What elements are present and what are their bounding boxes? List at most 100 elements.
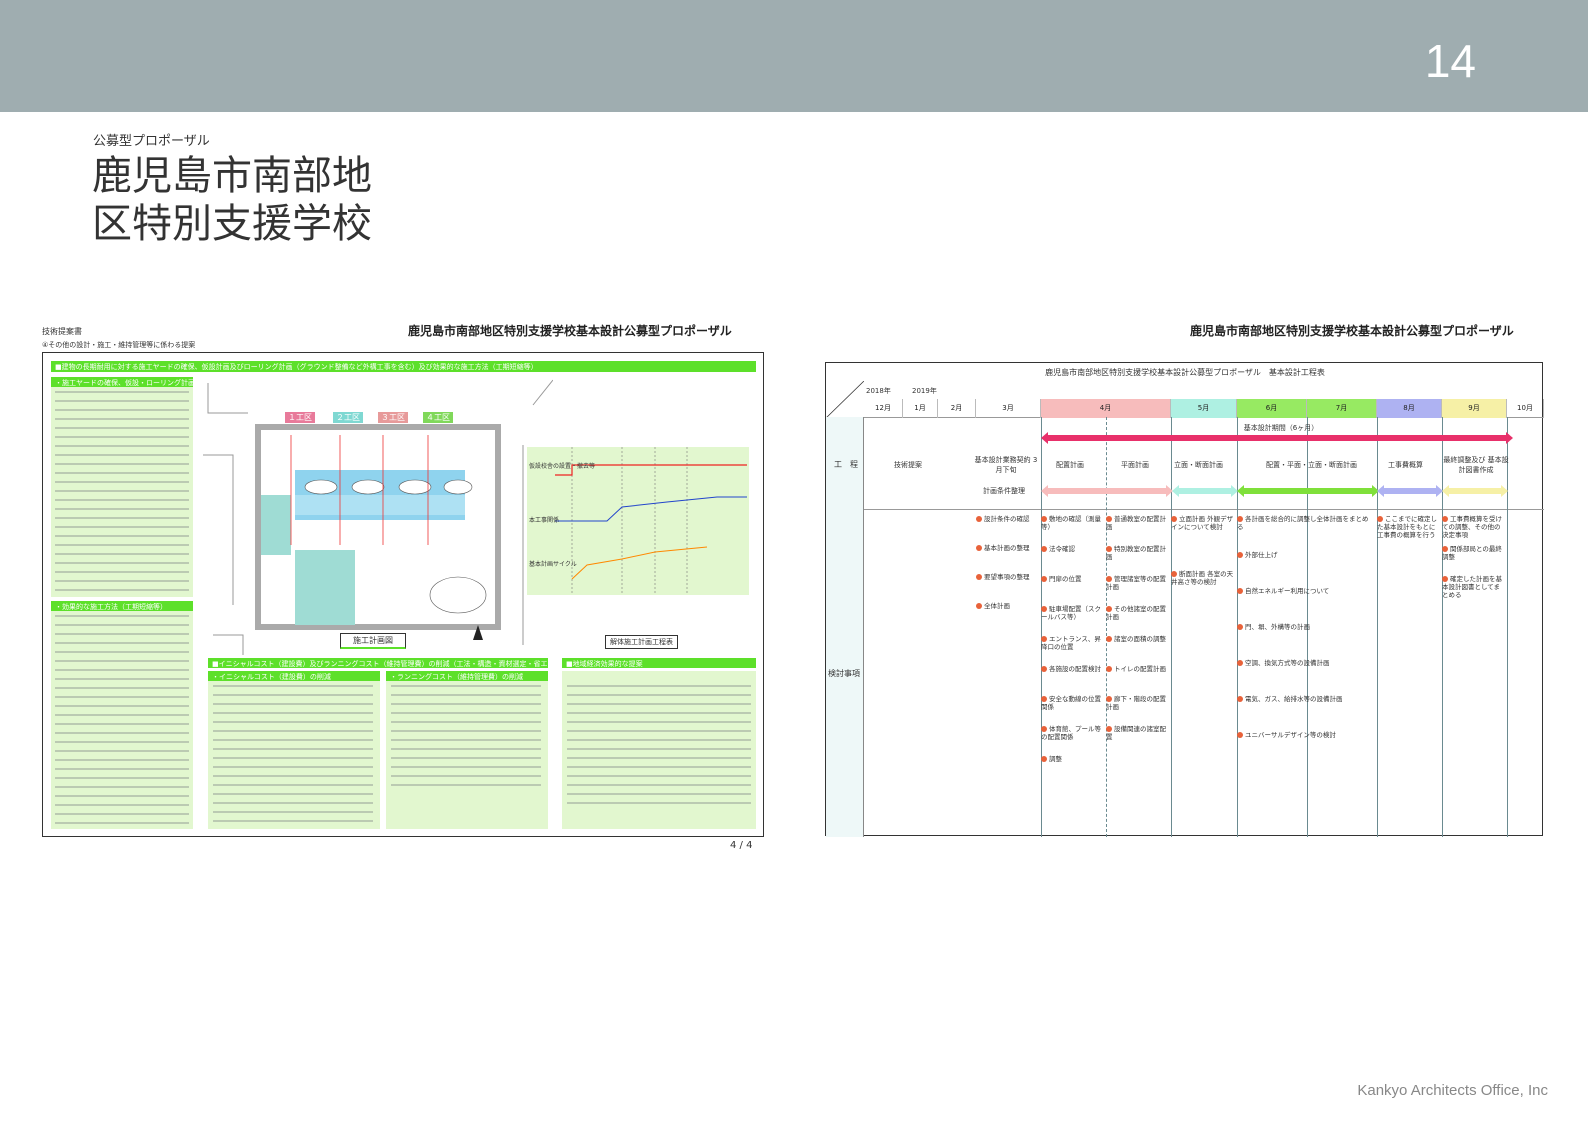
topic-item: 安全な動線の位置関係 (1041, 695, 1105, 711)
body-text-line (55, 544, 189, 546)
topic-item: 諸室の面積の調整 (1106, 635, 1170, 643)
bullet-icon (1106, 606, 1112, 612)
header-band (0, 0, 1588, 112)
row-label-process: 工 程 (834, 460, 858, 469)
month-header: 1月 (903, 399, 938, 418)
bullet-icon (1041, 726, 1047, 732)
site-plan-drawing (203, 379, 553, 655)
body-text-line (55, 822, 189, 824)
band-top: ■建物の長期耐用に対する施工ヤードの確保、仮設計画及びローリング計画（グラウンド… (51, 361, 756, 372)
bullet-icon (1106, 726, 1112, 732)
box-method-title: ・効果的な施工方法（工期短縮等） (51, 601, 193, 611)
topic-text: ここまでに確定した基本設計をもとに工事費の概算を行う (1377, 515, 1437, 539)
body-text-line (55, 642, 189, 644)
topic-text: 立面計画 外観デザインについて検討 (1171, 515, 1234, 531)
doc-section: ④その他の設計・施工・維持管理等に係わる提案 (42, 341, 196, 349)
topic-item: 断面計画 各室の天井高さ等の検討 (1171, 570, 1235, 586)
topic-item: 全体計画 (976, 602, 1040, 610)
body-text-line (391, 766, 541, 768)
topic-text: エントランス、昇降口の位置 (1041, 635, 1101, 651)
body-text-line (567, 730, 751, 732)
bullet-icon (1237, 732, 1243, 738)
topic-item: ここまでに確定した基本設計をもとに工事費の概算を行う (1377, 515, 1439, 539)
body-text-line (213, 685, 373, 687)
column-divider (1171, 417, 1172, 837)
body-text-line (567, 748, 751, 750)
box-initial-title: ・イニシャルコスト（建設費）の削減 (208, 671, 380, 681)
body-text-line (213, 694, 373, 696)
arrow-apr (1041, 485, 1173, 497)
body-text-line (55, 454, 189, 456)
body-text-line (55, 589, 189, 591)
body-text-line (55, 517, 189, 519)
topic-item: 調整 (1041, 755, 1105, 763)
topic-item: 関係部局との最終調整 (1442, 545, 1504, 561)
month-header: 6月 (1237, 399, 1307, 418)
body-text-line (55, 463, 189, 465)
box-running-title: ・ランニングコスト（維持管理費）の削減 (386, 671, 548, 681)
body-text-line (55, 409, 189, 411)
topic-text: 設備関連の諸室配置 (1106, 725, 1166, 741)
body-text-line (55, 687, 189, 689)
band-economy: ■地域経済効果的な提案 (562, 658, 756, 668)
body-text-line (55, 553, 189, 555)
mid-april-divider (1106, 417, 1107, 837)
body-text-line (391, 739, 541, 741)
topic-item: 各計画を総合的に調整し全体計画をまとめる (1237, 515, 1372, 531)
month-header: 10月 (1507, 399, 1544, 418)
topic-text: 全体計画 (984, 602, 1010, 610)
body-text-line (55, 472, 189, 474)
bullet-icon (1377, 516, 1383, 522)
bullet-icon (1106, 516, 1112, 522)
topic-text: 空調、換気方式等の設備計画 (1245, 659, 1330, 667)
body-text-line (213, 757, 373, 759)
row-label-topics: 検討事項 (828, 669, 860, 678)
body-text-line (391, 784, 541, 786)
topic-item: 自然エネルギー利用について (1237, 587, 1372, 595)
arrow-jun-jul (1237, 485, 1379, 497)
body-text-line (391, 694, 541, 696)
bullet-icon (1041, 666, 1047, 672)
body-text-line (55, 391, 189, 393)
box-yard-title: ・施工ヤードの確保、仮設・ローリング計画 (51, 377, 193, 387)
period-label: 基本設計期間（6ヶ月） (1243, 424, 1319, 432)
chart-row-1: 仮設校舎の設置・撤去等 (529, 463, 596, 470)
chart-row-3: 基本計画サイクル (529, 561, 577, 568)
body-text-line (55, 624, 189, 626)
topic-item: 基本計画の整理 (976, 544, 1040, 552)
topic-item: その他諸室の配置計画 (1106, 605, 1170, 621)
column-divider (1307, 417, 1308, 837)
body-text-line (391, 748, 541, 750)
phase-layout: 配置計画 (1056, 461, 1084, 469)
body-text-line (567, 766, 751, 768)
topic-text: 調整 (1049, 755, 1062, 763)
body-text-line (213, 793, 373, 795)
body-text-line (567, 739, 751, 741)
bullet-icon (976, 574, 982, 580)
body-text-line (55, 813, 189, 815)
topic-text: 廊下・階段の配置計画 (1106, 695, 1166, 711)
band-cost: ■イニシャルコスト（建設費）及びランニングコスト（維持管理費）の削減（工法・構造… (208, 658, 548, 668)
column-divider (1377, 417, 1378, 837)
body-text-line (55, 526, 189, 528)
body-text-line (55, 786, 189, 788)
year-2018: 2018年 (866, 387, 891, 395)
condition-label: 計画条件整理 (983, 487, 1025, 495)
body-text-line (567, 712, 751, 714)
body-text-line (55, 490, 189, 492)
bullet-icon (1237, 624, 1243, 630)
body-text-line (213, 748, 373, 750)
topic-text: 確定した計画を基本設計図書としてまとめる (1442, 575, 1502, 599)
body-text-line (213, 802, 373, 804)
body-text-line (213, 784, 373, 786)
body-text-line (391, 730, 541, 732)
body-text-line (55, 741, 189, 743)
body-text-line (55, 580, 189, 582)
topic-item: 外部仕上げ (1237, 551, 1372, 559)
body-text-line (567, 703, 751, 705)
body-text-line (55, 651, 189, 653)
arrow-sep (1442, 485, 1508, 497)
body-text-line (391, 775, 541, 777)
month-header: 3月 (976, 399, 1041, 418)
period-arrow (1041, 432, 1513, 444)
